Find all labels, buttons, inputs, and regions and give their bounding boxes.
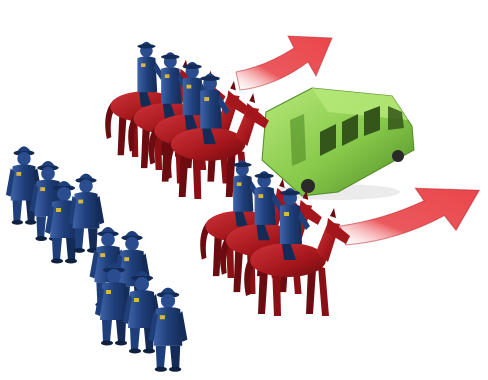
upper-arrow <box>236 36 332 90</box>
foot-officers-upper <box>6 146 104 263</box>
foot-officers-lower <box>90 227 188 372</box>
direction-arrow-icon <box>236 36 332 90</box>
bus-icon <box>262 88 414 200</box>
bus <box>262 88 414 200</box>
